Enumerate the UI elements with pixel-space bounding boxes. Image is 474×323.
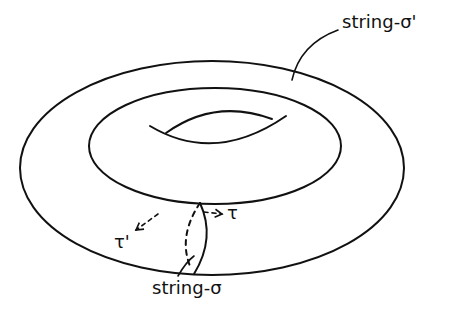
text-label: string-σ' bbox=[342, 12, 417, 32]
torus-outline bbox=[20, 61, 404, 275]
direction-arrow bbox=[204, 212, 222, 214]
string-meridian bbox=[194, 203, 207, 274]
string-loop bbox=[89, 88, 341, 204]
text-label: τ bbox=[227, 203, 238, 223]
leader-line bbox=[292, 30, 338, 80]
leader-line bbox=[178, 256, 194, 276]
text-label: τ' bbox=[114, 232, 130, 252]
text-label: string-σ bbox=[152, 278, 222, 298]
direction-arrow bbox=[136, 214, 158, 230]
hole-upper bbox=[166, 111, 272, 133]
